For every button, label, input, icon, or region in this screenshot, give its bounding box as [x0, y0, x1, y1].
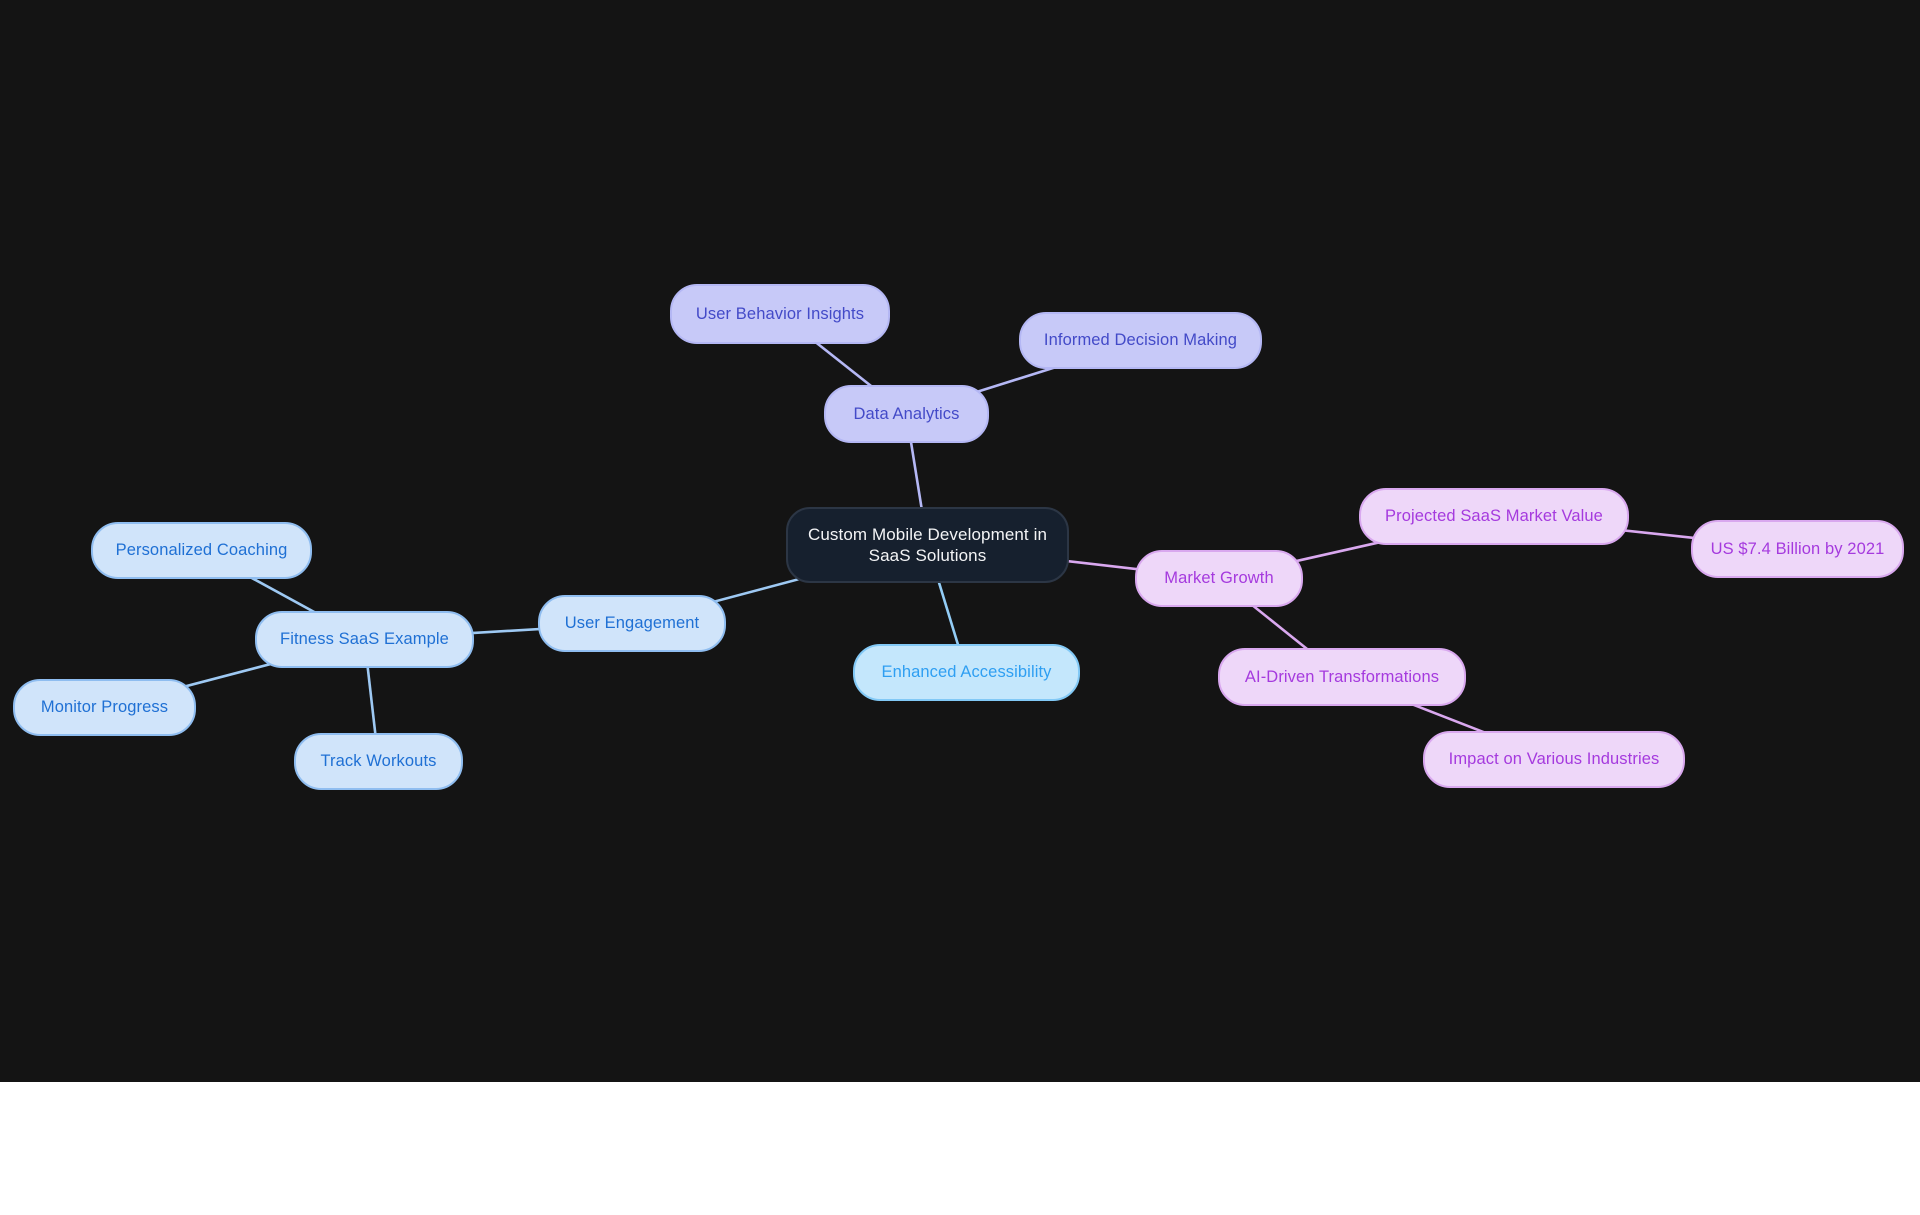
node-enhanced-accessibility[interactable]: Enhanced Accessibility: [853, 644, 1080, 701]
node-monitor-progress[interactable]: Monitor Progress: [13, 679, 196, 736]
node-label: Track Workouts: [320, 752, 437, 771]
mindmap-board[interactable]: Custom Mobile Development in SaaS Soluti…: [0, 0, 1920, 1082]
node-user-engagement[interactable]: User Engagement: [538, 595, 726, 652]
node-impact-on-various-industries[interactable]: Impact on Various Industries: [1423, 731, 1685, 788]
node-label: Projected SaaS Market Value: [1385, 507, 1603, 526]
node-label: Impact on Various Industries: [1448, 750, 1660, 769]
footer-strip: [0, 1082, 1920, 1215]
node-market-growth[interactable]: Market Growth: [1135, 550, 1303, 607]
node-us-74-billion-by-2021[interactable]: US $7.4 Billion by 2021: [1691, 520, 1904, 578]
node-fitness-saas-example[interactable]: Fitness SaaS Example: [255, 611, 474, 668]
node-personalized-coaching[interactable]: Personalized Coaching: [91, 522, 312, 579]
node-label: US $7.4 Billion by 2021: [1710, 539, 1885, 558]
node-informed-decision-making[interactable]: Informed Decision Making: [1019, 312, 1262, 369]
node-label: Monitor Progress: [40, 698, 169, 717]
node-label: Fitness SaaS Example: [280, 630, 449, 649]
node-label: Market Growth: [1164, 569, 1274, 588]
node-label: User Engagement: [564, 614, 700, 633]
node-label: User Behavior Insights: [695, 304, 865, 323]
node-label: AI-Driven Transformations: [1244, 667, 1440, 686]
node-label: Data Analytics: [853, 404, 960, 423]
node-label: Custom Mobile Development in SaaS Soluti…: [808, 524, 1048, 565]
node-track-workouts[interactable]: Track Workouts: [294, 733, 463, 790]
node-projected-saas-market-value[interactable]: Projected SaaS Market Value: [1359, 488, 1629, 545]
node-central[interactable]: Custom Mobile Development in SaaS Soluti…: [786, 507, 1069, 583]
node-label: Enhanced Accessibility: [881, 663, 1052, 682]
node-label: Personalized Coaching: [115, 541, 288, 560]
node-data-analytics[interactable]: Data Analytics: [824, 385, 989, 443]
node-label: Informed Decision Making: [1043, 331, 1238, 350]
node-user-behavior-insights[interactable]: User Behavior Insights: [670, 284, 890, 344]
node-ai-driven-transformations[interactable]: AI-Driven Transformations: [1218, 648, 1466, 706]
